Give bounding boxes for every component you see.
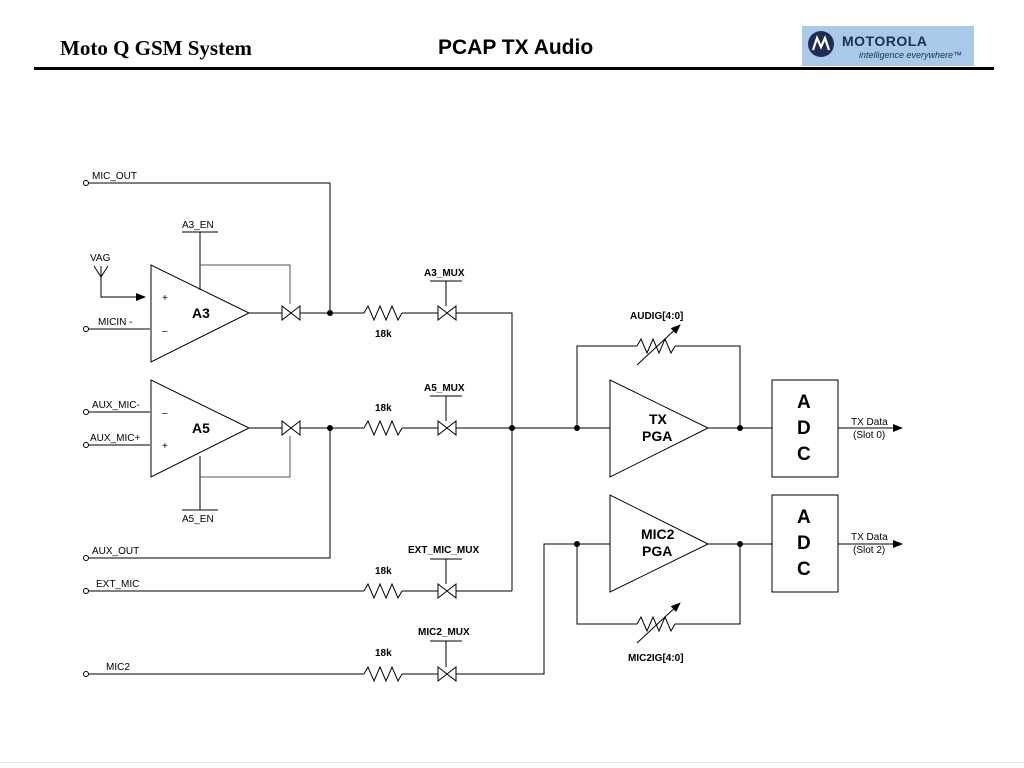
a3-output-switch	[281, 304, 301, 322]
junction-a3-out	[327, 310, 333, 316]
logo-tagline: intelligence everywhere™	[859, 50, 963, 60]
mux-a3: A3_MUX	[402, 268, 513, 591]
mux-ext-mic: EXT_MIC_MUX	[402, 545, 512, 600]
output-slot2-line1: TX Data	[851, 532, 888, 543]
adc-slot2-letter-d: D	[797, 533, 811, 554]
tx-pga-line2: PGA	[642, 428, 672, 444]
mux-mic2-label: MIC2_MUX	[418, 627, 470, 638]
header-divider	[34, 67, 994, 70]
mux-a5: A5_MUX	[402, 383, 512, 437]
logo-wordmark: MOTOROLA	[842, 33, 928, 49]
output-slot2-line2: (Slot 2)	[853, 545, 885, 556]
a3-minus-sign: –	[162, 326, 168, 337]
pin-label-aux-out: AUX_OUT	[92, 546, 139, 557]
motorola-logo: MOTOROLA intelligence everywhere™	[802, 26, 974, 66]
pin-label-aux-mic-minus: AUX_MIC-	[92, 400, 140, 411]
junction-tx-bus	[509, 425, 515, 431]
resistor-a5-path: 18k	[363, 403, 403, 437]
a3-label: A3	[192, 305, 210, 321]
mic2-pga: MIC2 PGA	[609, 494, 710, 593]
junction-mic2-pga-out	[737, 541, 743, 547]
pin-aux-mic-minus: AUX_MIC-	[83, 400, 150, 415]
pin-label-micin-minus: MICIN -	[98, 317, 132, 328]
resistor-a3-value: 18k	[375, 329, 392, 340]
pin-label-mic2: MIC2	[106, 662, 130, 673]
amplifier-a5: – + A5	[150, 379, 251, 478]
pin-aux-out: AUX_OUT	[83, 428, 331, 561]
a5-enable: A5_EN	[182, 436, 291, 525]
audig-label: AUDIG[4:0]	[630, 311, 683, 322]
a3-enable-label: A3_EN	[182, 220, 214, 231]
mux-a3-label: A3_MUX	[424, 268, 465, 279]
pin-label-vag: VAG	[90, 253, 111, 264]
output-slot0-line2: (Slot 0)	[853, 430, 885, 441]
adc-slot2-letter-c: C	[797, 559, 811, 580]
mic2ig-label: MIC2IG[4:0]	[628, 653, 684, 664]
mic2-pga-line1: MIC2	[641, 526, 675, 542]
pin-label-mic-out: MIC_OUT	[92, 171, 137, 182]
adc-slot0: A D C	[771, 379, 839, 478]
pin-mic-out: MIC_OUT	[83, 171, 331, 313]
junction-tx-pga-out	[737, 425, 743, 431]
tx-pga-line1: TX	[649, 411, 668, 427]
resistor-mic2-path: 18k	[363, 648, 403, 683]
a5-enable-label: A5_EN	[182, 514, 214, 525]
a5-output-switch	[281, 419, 301, 437]
mic2-pga-line2: PGA	[642, 543, 672, 559]
resistor-mic2-value: 18k	[375, 648, 392, 659]
pin-ext-mic: EXT_MIC	[83, 579, 364, 594]
pin-label-ext-mic: EXT_MIC	[96, 579, 139, 590]
pin-vag: VAG	[90, 253, 146, 301]
a5-label: A5	[192, 420, 210, 436]
a5-plus-sign: +	[162, 441, 168, 452]
a3-plus-sign: +	[162, 293, 168, 304]
adc-slot0-letter-a: A	[797, 392, 811, 413]
motorola-m-icon	[808, 31, 834, 57]
junction-a5-out	[327, 425, 333, 431]
mic2-pga-feedback: MIC2IG[4:0]	[576, 544, 741, 664]
mux-mic2: MIC2_MUX	[402, 543, 610, 683]
adc-slot0-letter-c: C	[797, 444, 811, 465]
resistor-ext-mic-path: 18k	[363, 566, 403, 600]
footer-divider	[0, 762, 1024, 763]
tx-pga-feedback: AUDIG[4:0]	[576, 311, 741, 428]
pin-label-aux-mic-plus: AUX_MIC+	[90, 433, 140, 444]
pin-mic2: MIC2	[83, 662, 364, 677]
slide-title-system: Moto Q GSM System	[60, 36, 252, 60]
resistor-ext-mic-value: 18k	[375, 566, 392, 577]
pin-micin-minus: MICIN -	[83, 317, 150, 332]
resistor-a3-path: 18k	[363, 304, 403, 340]
mux-ext-mic-label: EXT_MIC_MUX	[408, 545, 479, 556]
resistor-a5-value: 18k	[375, 403, 392, 414]
mux-a5-label: A5_MUX	[424, 383, 465, 394]
a3-enable: A3_EN	[182, 220, 291, 304]
adc-slot2-letter-a: A	[797, 507, 811, 528]
output-slot0-line1: TX Data	[851, 417, 888, 428]
adc-slot2: A D C	[771, 494, 839, 593]
tx-pga: TX PGA	[609, 379, 710, 478]
slide-title: PCAP TX Audio	[438, 36, 594, 59]
pin-aux-mic-plus: AUX_MIC+	[83, 433, 150, 448]
output-slot0: TX Data (Slot 0)	[838, 417, 903, 441]
a5-minus-sign: –	[162, 408, 168, 419]
output-slot2: TX Data (Slot 2)	[838, 532, 903, 556]
adc-slot0-letter-d: D	[797, 418, 811, 439]
